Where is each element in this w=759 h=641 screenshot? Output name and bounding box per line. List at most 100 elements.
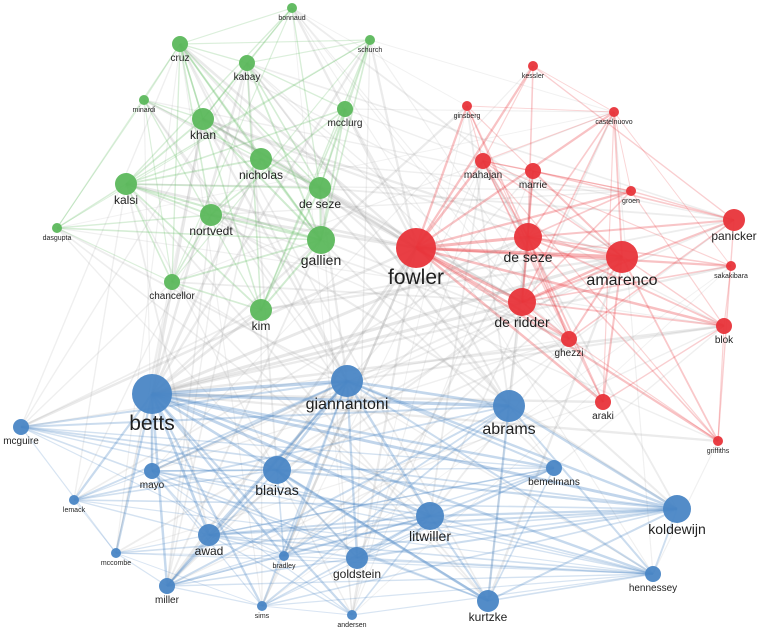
edge-bonnaud-chancellor [171,7,293,283]
edge-betts-bemelmans [151,392,555,470]
edge-amarenco-griffiths [621,256,719,442]
node-kalsi[interactable] [115,173,137,195]
node-awad[interactable] [198,524,220,546]
edge-sakakibara-de-ridder [521,265,732,303]
node-panicker[interactable] [723,209,745,231]
node-mahajan[interactable] [475,153,491,169]
node-de-seze-g[interactable] [309,177,331,199]
edge-giannantoni-mcguire [20,379,348,429]
edge-amarenco-betts [151,255,623,396]
edge-mahajan-de-seze-r [482,160,529,238]
edge-awad-goldstein [208,534,358,559]
node-nicholas[interactable] [250,148,272,170]
edge-nortvedt-dasgupta [56,214,212,229]
node-sakakibara[interactable] [726,261,736,271]
edge-mcclurg-kim [260,108,346,311]
node-blaivas[interactable] [263,456,291,484]
label-giannantoni: giannantoni [306,396,389,413]
node-bonnaud[interactable] [287,3,297,13]
node-marrie[interactable] [525,163,541,179]
edge-fowler-sakakibara [415,246,732,268]
node-khan[interactable] [192,108,214,130]
node-araki[interactable] [595,394,611,410]
node-betts[interactable] [132,374,172,414]
edge-mahajan-koldewijn [482,160,678,510]
edge-de-ridder-blok [521,301,725,327]
edge-schurch-betts [151,39,371,395]
edge-kessler-fowler [415,65,534,249]
node-schurch[interactable] [365,35,375,45]
edge-khan-kalsi [125,118,204,185]
edge-betts-litwiller [151,392,431,518]
node-dasgupta[interactable] [52,223,62,233]
edge-awad-miller [166,534,210,587]
node-bemelmans[interactable] [546,460,562,476]
node-kessler[interactable] [528,61,538,71]
node-mcclurg[interactable] [337,101,353,117]
label-awad: awad [195,544,224,558]
edge-kalsi-andersen [125,183,353,616]
node-fowler[interactable] [396,228,436,268]
edge-nortvedt-chancellor [171,214,212,283]
node-cruz[interactable] [172,36,188,52]
edge-kabay-miller [166,62,248,587]
edge-betts-lemack [73,393,153,501]
edge-mcclurg-gallien [320,108,346,241]
edge-khan-mccombe [115,118,204,554]
label-fowler: fowler [388,266,444,289]
edge-abrams-kurtzke [486,405,511,602]
node-nortvedt[interactable] [200,204,222,226]
node-castelnuovo[interactable] [609,107,619,117]
node-minardi[interactable] [139,95,149,105]
node-mccombe[interactable] [111,548,121,558]
node-mcguire[interactable] [13,419,29,435]
edge-cruz-kim [179,43,262,311]
node-lemack[interactable] [69,495,79,505]
node-hennessey[interactable] [645,566,661,582]
node-de-seze-r[interactable] [514,223,542,251]
node-abrams[interactable] [493,390,525,422]
node-goldstein[interactable] [346,547,368,569]
node-blok[interactable] [716,318,732,334]
edge-koldewijn-bradley [283,508,678,557]
edge-kalsi-groen [125,183,632,192]
edge-mccombe-hennessey [115,552,654,575]
edge-nortvedt-koldewijn [210,214,678,510]
node-kabay[interactable] [239,55,255,71]
edge-de-seze-r-araki [527,236,604,403]
edge-castelnuovo-mahajan [482,111,615,162]
node-kim[interactable] [250,299,272,321]
node-ginsberg[interactable] [462,101,472,111]
edge-nortvedt-ghezzi [210,214,570,340]
edge-groen-de-ridder [521,190,632,303]
node-sims[interactable] [257,601,267,611]
edge-de-seze-r-betts [151,235,529,396]
node-kurtzke[interactable] [477,590,499,612]
node-gallien[interactable] [307,226,335,254]
label-amarenco: amarenco [586,272,657,289]
node-miller[interactable] [159,578,175,594]
edge-mcguire-mccombe [20,426,117,554]
edge-de-seze-r-griffiths [527,236,719,442]
node-giannantoni[interactable] [331,365,363,397]
edge-litwiller-goldstein [356,515,431,559]
node-ghezzi[interactable] [561,331,577,347]
node-litwiller[interactable] [416,502,444,530]
edge-mahajan-groen [482,160,632,192]
edge-mcguire-blaivas [20,426,278,471]
node-griffiths[interactable] [713,436,723,446]
edge-schurch-ghezzi [369,39,570,340]
node-de-ridder[interactable] [508,288,536,316]
node-andersen[interactable] [347,610,357,620]
node-mayo[interactable] [144,463,160,479]
edge-cruz-mcguire [20,43,181,428]
edge-blaivas-kurtzke [276,469,489,602]
node-koldewijn[interactable] [663,495,691,523]
node-amarenco[interactable] [606,241,638,273]
edge-betts-hennessey [151,392,654,576]
node-bradley[interactable] [279,551,289,561]
label-kabay: kabay [234,72,261,83]
node-groen[interactable] [626,186,636,196]
edge-kalsi-kurtzke [125,183,489,602]
node-chancellor[interactable] [164,274,180,290]
